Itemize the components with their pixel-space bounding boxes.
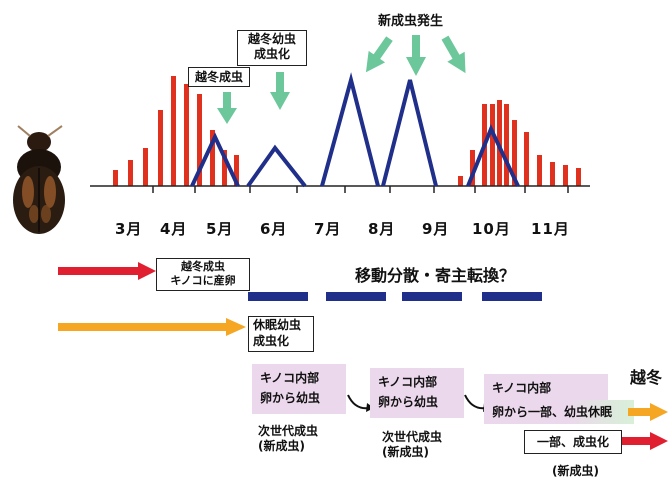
new-adult-emergence-label: 新成虫発生 bbox=[378, 14, 444, 29]
month-label: 7月 bbox=[314, 220, 342, 238]
overwinter-adult-label: 越冬成虫 bbox=[188, 67, 250, 87]
stage3-box: キノコ内部 bbox=[484, 374, 608, 400]
bar bbox=[524, 132, 529, 186]
bar bbox=[171, 76, 176, 186]
row2-line2: 成虫化 bbox=[253, 334, 290, 348]
partial-adult-note: (新成虫) bbox=[552, 464, 599, 478]
down-arrow-icon bbox=[270, 72, 290, 110]
row1-line1: 越冬成虫 bbox=[181, 260, 225, 273]
bar bbox=[197, 94, 202, 186]
series-line bbox=[320, 72, 380, 187]
month-label: 4月 bbox=[160, 220, 188, 238]
right-arrow-icon bbox=[628, 403, 668, 421]
bar bbox=[504, 104, 509, 186]
bar bbox=[128, 160, 133, 186]
bar bbox=[113, 170, 118, 186]
bar bbox=[550, 162, 555, 186]
bar bbox=[512, 120, 517, 186]
bar bbox=[222, 150, 227, 186]
overwinter-larva-line1: 越冬幼虫 bbox=[247, 32, 296, 46]
stage2-gen: 次世代成虫 (新成虫) bbox=[382, 430, 442, 460]
stage3-line2: 卵から一部、幼虫休眠 bbox=[492, 405, 613, 419]
down-arrow-icon bbox=[406, 35, 426, 76]
green-arrows bbox=[217, 35, 466, 124]
month-label: 10月 bbox=[472, 220, 511, 238]
month-label: 3月 bbox=[115, 220, 143, 238]
bar bbox=[490, 104, 495, 186]
x-ticks bbox=[152, 186, 569, 193]
series-line bbox=[190, 132, 240, 187]
bar bbox=[458, 176, 463, 186]
stage2-box: キノコ内部 卵から幼虫 bbox=[370, 368, 464, 418]
month-label: 9月 bbox=[422, 220, 450, 238]
bar bbox=[184, 84, 189, 186]
down-arrow-icon bbox=[365, 36, 393, 73]
series-line bbox=[466, 124, 520, 187]
month-label: 6月 bbox=[260, 220, 288, 238]
bar bbox=[158, 110, 163, 186]
row2-line1: 休眠幼虫 bbox=[253, 318, 302, 332]
month-label: 5月 bbox=[206, 220, 234, 238]
right-arrow-icon bbox=[58, 318, 246, 336]
stage1-line1: キノコ内部 bbox=[260, 371, 320, 385]
overwinter-larva-line2: 成虫化 bbox=[253, 47, 290, 61]
larva-lines bbox=[190, 72, 520, 188]
phenology-chart bbox=[90, 35, 590, 193]
stage2-gen-line1: 次世代成虫 bbox=[382, 430, 443, 444]
bar bbox=[210, 130, 215, 186]
stage1-line2: 卵から幼虫 bbox=[260, 391, 321, 405]
stage2-gen-line2: (新成虫) bbox=[382, 445, 429, 459]
row1-line2: キノコに産卵 bbox=[170, 274, 236, 287]
dispersal-label: 移動分散・寄主転換？ bbox=[355, 266, 516, 285]
bar bbox=[563, 165, 568, 186]
partial-adult-box: 一部、成虫化 bbox=[524, 430, 622, 454]
overwinter-end-label: 越冬 bbox=[630, 368, 663, 387]
beetle-photo bbox=[13, 125, 65, 234]
right-arrow-icon bbox=[58, 262, 156, 280]
dispersal-bar bbox=[402, 292, 462, 301]
bar bbox=[576, 168, 581, 186]
stage2-line1: キノコ内部 bbox=[378, 375, 438, 389]
series-line bbox=[381, 79, 438, 187]
bar bbox=[143, 148, 148, 186]
bar bbox=[537, 155, 542, 186]
bar bbox=[470, 150, 475, 186]
dispersal-bar bbox=[482, 292, 542, 301]
dormant-larva-box: 休眠幼虫 成虫化 bbox=[248, 316, 314, 352]
down-arrow-icon bbox=[441, 35, 466, 74]
stage1-gen-line2: (新成虫) bbox=[258, 439, 305, 453]
stage1-box: キノコ内部 卵から幼虫 bbox=[252, 364, 346, 414]
stage3-green-band bbox=[484, 400, 634, 424]
stage2-line2: 卵から幼虫 bbox=[378, 395, 439, 409]
bar bbox=[234, 155, 239, 186]
month-label: 11月 bbox=[531, 220, 570, 238]
dispersal-bar bbox=[248, 292, 308, 301]
stage1-gen: 次世代成虫 (新成虫) bbox=[258, 424, 318, 454]
series-line bbox=[246, 144, 307, 188]
month-label: 8月 bbox=[368, 220, 396, 238]
overwinter-larva-label: 越冬幼虫 成虫化 bbox=[237, 30, 307, 66]
right-arrow-icon bbox=[622, 432, 668, 450]
dispersal-bar bbox=[326, 292, 386, 301]
down-arrow-icon bbox=[217, 92, 237, 124]
overwinter-adult-oviposit-box: 越冬成虫 キノコに産卵 bbox=[156, 258, 250, 291]
stage1-gen-line1: 次世代成虫 bbox=[258, 424, 319, 438]
